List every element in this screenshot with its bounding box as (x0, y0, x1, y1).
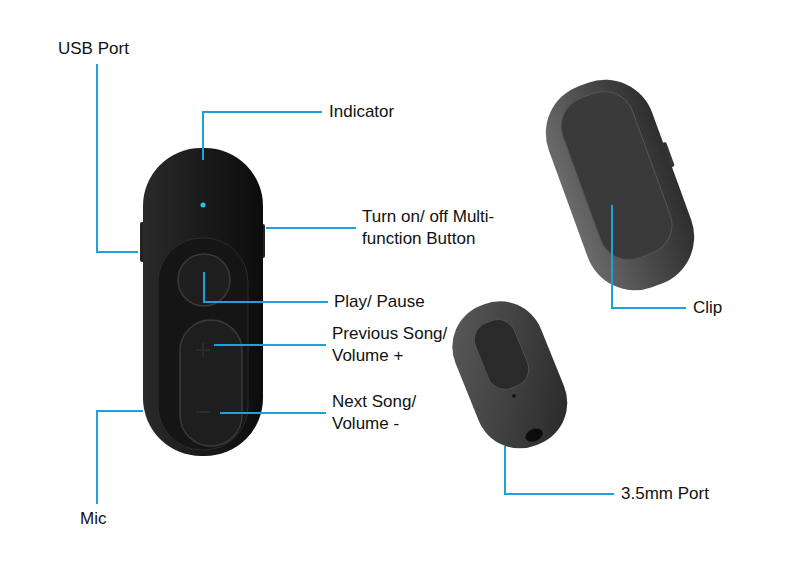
clip-view (532, 65, 711, 305)
part-label: 3.5mm Port (621, 483, 761, 505)
bottom-view (439, 288, 580, 462)
part-label: USB Port (58, 38, 178, 60)
part-label: Mic (80, 508, 160, 530)
part-label: Turn on/ off Multi-function Button (362, 206, 547, 250)
part-label: Next Song/ Volume - (332, 391, 444, 435)
part-label: Play/ Pause (334, 291, 474, 313)
part-label: Clip (693, 297, 773, 319)
leader-lines (97, 64, 686, 504)
part-label: Indicator (329, 101, 449, 123)
part-label: Previous Song/ Volume + (332, 323, 482, 367)
